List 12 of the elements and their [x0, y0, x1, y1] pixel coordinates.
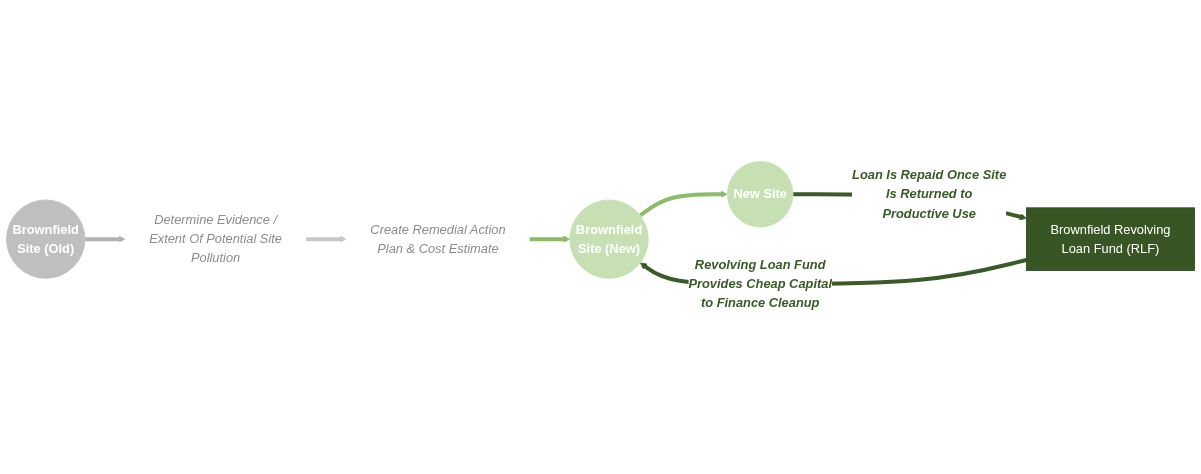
- arrow: [306, 235, 347, 243]
- node-circle: Brownfield Site (New): [569, 199, 649, 279]
- node-circle: Brownfield Site (Old): [6, 199, 86, 279]
- arrow: [529, 235, 571, 243]
- edge-label: Revolving Loan Fund Provides Cheap Capital to Finance Cleanup: [688, 257, 832, 310]
- node-circle: New Site: [727, 160, 794, 228]
- node-text: Create Remedial Action Plan & Cost Estimate: [370, 222, 506, 255]
- node-box: Brownfield Revolving Loan Fund (RLF): [1025, 207, 1195, 271]
- edge-label: Loan Is Repaid Once Site Is Returned to Productive Use: [852, 167, 1007, 220]
- arrow: [639, 190, 728, 217]
- arrow: [84, 235, 126, 243]
- node-text: Determine Evidence / Extent Of Potential Site Pollution: [149, 212, 283, 265]
